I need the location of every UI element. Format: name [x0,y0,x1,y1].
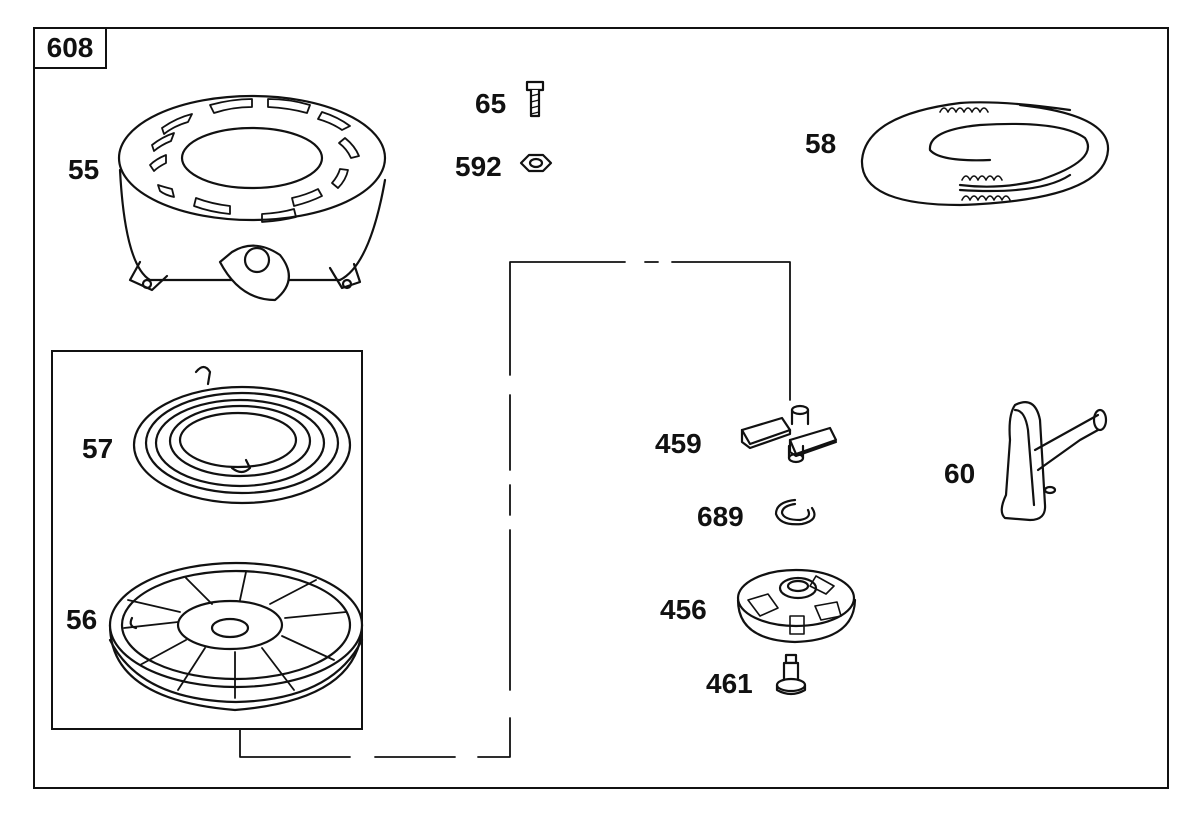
part-56-pulley [108,561,364,712]
callout-689: 689 [697,501,744,532]
part-461-screw [775,653,807,696]
diagram-number: 608 [33,27,107,69]
callout-60: 60 [944,458,976,489]
callout-592: 592 [455,151,502,182]
callout-57: 57 [82,433,114,464]
callout-456: 456 [660,594,707,625]
part-57-rewind-spring [132,365,352,505]
part-58-rope [860,101,1110,207]
callout-65: 65 [475,88,507,119]
callout-58: 58 [805,128,837,159]
callout-459: 459 [655,428,702,459]
part-592-nut [519,153,553,173]
part-689-retainer-ring [774,498,816,526]
callout-56: 56 [66,604,98,635]
part-55-blower-housing [117,94,387,302]
part-60-starter-handle [1000,401,1108,522]
diagram-frame [33,27,1169,789]
part-456-ratchet [736,568,857,644]
part-459-starter-dog [740,404,838,464]
connector-line [239,261,791,758]
callout-55: 55 [68,154,100,185]
part-65-bolt [525,80,545,118]
pulley-spring-subassembly-box [51,350,363,730]
callout-461: 461 [706,668,753,699]
